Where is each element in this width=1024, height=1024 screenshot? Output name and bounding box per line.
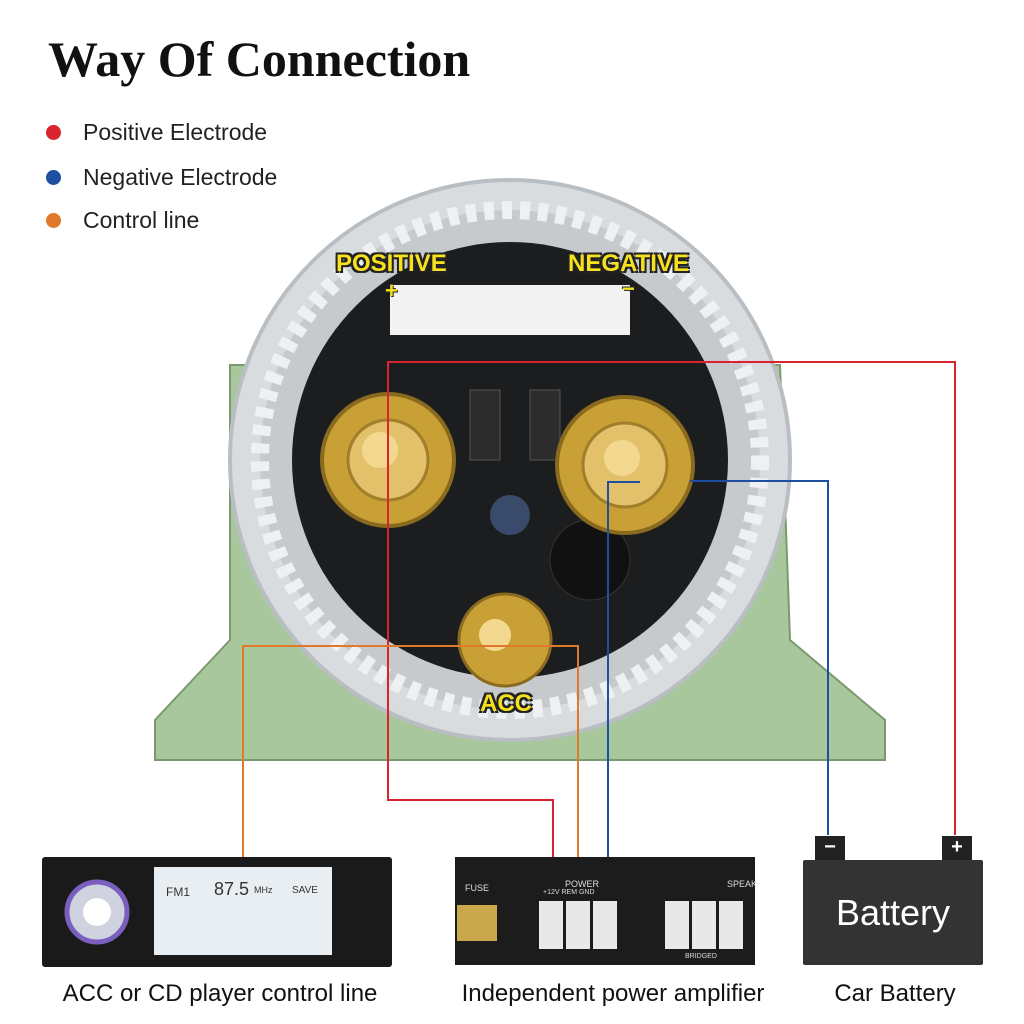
player-band: FM1 xyxy=(166,885,190,899)
positive-terminal-bolt xyxy=(362,432,398,468)
negative-dot-icon xyxy=(46,170,61,185)
display-window xyxy=(390,285,630,335)
capacitor xyxy=(490,495,530,535)
amp-power-label: POWER xyxy=(565,879,600,889)
minus-sign: − xyxy=(622,276,635,301)
legend-positive-label: Positive Electrode xyxy=(83,119,268,145)
player-knob-icon xyxy=(64,879,130,945)
player-save: SAVE xyxy=(292,885,318,896)
legend-negative-label: Negative Electrode xyxy=(83,164,278,190)
cd-player: FM1 87.5 MHz SAVE xyxy=(42,857,392,967)
car-battery: Battery xyxy=(803,860,983,965)
amp-bridged-label: BRIDGED xyxy=(685,953,717,960)
amp-terminals-label: +12V REM GND xyxy=(543,889,595,896)
negative-terminal-bolt xyxy=(604,440,640,476)
plus-sign: + xyxy=(385,278,398,303)
positive-label: POSITIVE xyxy=(336,250,447,277)
player-screen: FM1 87.5 MHz SAVE xyxy=(154,867,332,955)
battery-label: Battery xyxy=(835,892,951,933)
player-frequency: 87.5 xyxy=(214,879,250,899)
negative-wire-to-battery xyxy=(690,480,829,835)
power-amplifier: FUSE POWER +12V REM GND SPEAK BRIDGED xyxy=(455,857,758,965)
control-wire-to-player xyxy=(242,645,505,860)
control-dot-icon xyxy=(46,213,61,228)
legend-negative: Negative Electrode xyxy=(46,164,277,191)
player-unit: MHz xyxy=(254,885,273,895)
negative-wire-to-amp xyxy=(607,481,640,885)
page-title: Way Of Connection xyxy=(48,31,471,87)
caption-battery: Car Battery xyxy=(834,980,956,1007)
positive-dot-icon xyxy=(46,125,61,140)
legend-control: Control line xyxy=(46,207,199,234)
legend-positive: Positive Electrode xyxy=(46,119,267,146)
caption-amp: Independent power amplifier xyxy=(461,980,765,1007)
amp-fuse-label: FUSE xyxy=(465,883,490,893)
chip-1 xyxy=(469,389,501,461)
chip-2 xyxy=(529,389,561,461)
caption-player: ACC or CD player control line xyxy=(62,980,378,1007)
acc-terminal-bolt xyxy=(479,619,511,651)
battery-negative-terminal: − xyxy=(815,836,845,860)
amp-speaker-label: SPEAK xyxy=(727,879,758,889)
battery-positive-terminal: + xyxy=(942,836,972,860)
legend-control-label: Control line xyxy=(83,207,200,233)
positive-wire-to-battery xyxy=(387,361,956,835)
control-wire-to-amp xyxy=(505,645,579,885)
negative-label: NEGATIVE xyxy=(568,250,689,277)
amp-terminals-icon xyxy=(457,901,743,949)
acc-label: ACC xyxy=(480,690,532,717)
positive-wire-to-amp xyxy=(387,420,554,880)
